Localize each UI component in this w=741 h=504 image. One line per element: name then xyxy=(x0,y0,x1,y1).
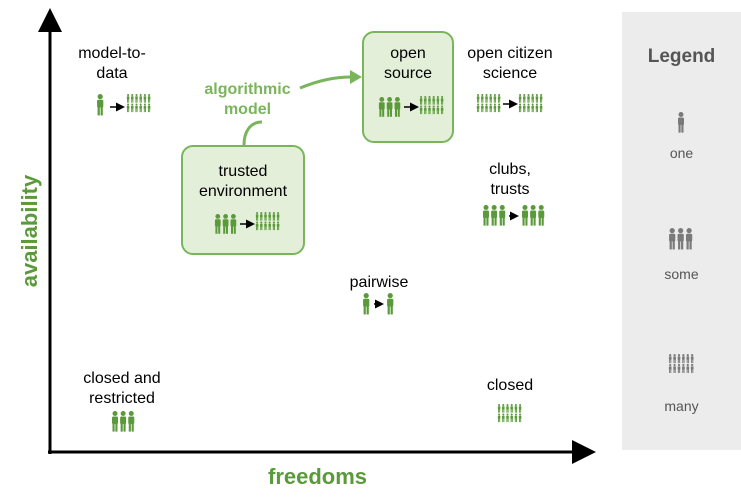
node-closed-label: closed xyxy=(486,377,534,394)
trusted-environment-box xyxy=(181,145,305,255)
clubs-trusts-icons xyxy=(483,205,544,226)
node-trusted-environment-label: trusted environment xyxy=(198,163,288,200)
trusted-environment-icons xyxy=(215,212,279,234)
open-citizen-science-icons xyxy=(477,94,543,112)
pairwise-icons xyxy=(363,293,394,315)
node-pairwise-label: pairwise xyxy=(349,274,409,291)
legend-label-many: many xyxy=(664,398,699,414)
model-to-data-icons xyxy=(97,94,150,116)
node-open-citizen-science-label: open citizen science xyxy=(467,45,553,82)
legend-one-icon xyxy=(678,112,684,133)
legend-title: Legend xyxy=(647,46,716,67)
node-closed-and-restricted-label: closed and restricted xyxy=(83,370,161,407)
legend-label-some: some xyxy=(664,266,699,282)
node-clubs-trusts-label: clubs, trusts xyxy=(489,161,531,198)
legend-some-icon xyxy=(669,228,692,249)
open-source-box xyxy=(362,31,454,143)
node-model-to-data-label: model-to- data xyxy=(78,45,146,82)
legend-many-icon xyxy=(669,354,694,373)
x-axis-title: freedoms xyxy=(268,464,368,489)
legend-label-one: one xyxy=(669,145,694,161)
algorithmic-model-annotation: algorithmic model xyxy=(204,81,291,118)
node-open-source-label: open source xyxy=(383,45,433,82)
open-source-icons xyxy=(379,96,443,117)
